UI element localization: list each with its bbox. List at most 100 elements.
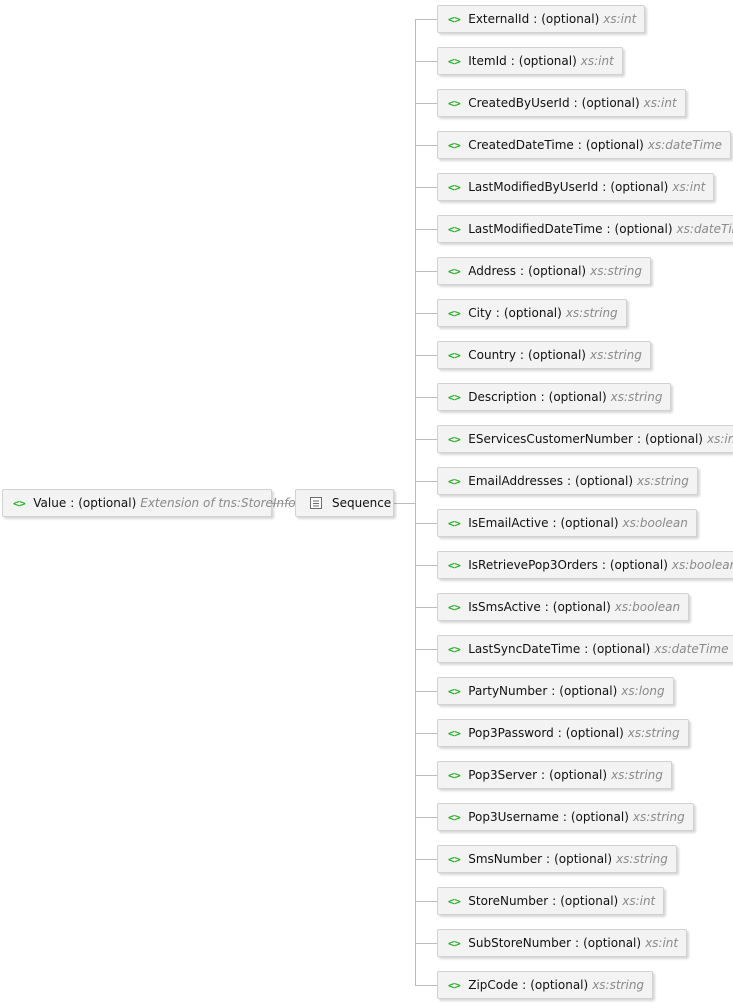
element-name: EmailAddresses <box>468 474 563 488</box>
element-icon: <> <box>448 474 461 488</box>
element-type: xs:boolean <box>622 516 688 530</box>
element-icon: <> <box>448 348 461 362</box>
element-optional: (optional) <box>560 894 619 908</box>
element-name: IsEmailActive <box>468 516 549 530</box>
element-icon: <> <box>448 642 461 656</box>
element-type: xs:boolean <box>614 600 681 614</box>
element-separator: : <box>606 222 611 236</box>
element-optional: (optional) <box>549 768 608 782</box>
element-type: xs:dateTime <box>654 642 729 656</box>
element-icon: <> <box>13 496 26 510</box>
child-element-node[interactable]: <> IsEmailActive:(optional)xs:boolean <box>437 509 697 537</box>
element-optional: (optional) <box>541 12 600 26</box>
element-name: StoreNumber <box>468 894 549 908</box>
child-element-node[interactable]: <>Pop3Server:(optional)xs:string <box>437 761 672 789</box>
element-optional: (optional) <box>548 390 607 404</box>
element-optional: (optional) <box>552 600 611 614</box>
element-optional: (optional) <box>585 138 644 152</box>
element-type: xs:string <box>627 726 680 740</box>
child-element-node[interactable]: <>Pop3Password:(optional)xs:string <box>437 719 689 747</box>
element-separator: : <box>601 558 606 572</box>
element-optional: (optional) <box>570 810 629 824</box>
element-separator: : <box>546 852 551 866</box>
element-separator: : <box>552 516 557 530</box>
element-separator: : <box>533 12 538 26</box>
child-element-node[interactable]: <>Pop3Username:(optional)xs:string <box>437 803 694 831</box>
element-type: xs:string <box>637 474 689 488</box>
child-element-node[interactable]: <>Country:(optional)xs:string <box>437 341 651 369</box>
element-name: Pop3Server <box>468 768 538 782</box>
child-element-node[interactable]: <>IsSmsActive:(optional)xs:boolean <box>437 593 690 621</box>
element-icon: <> <box>448 600 461 614</box>
element-name: Country <box>468 348 516 362</box>
element-type: xs:string <box>632 810 685 824</box>
child-element-node[interactable]: <>Address:(optional)xs:string <box>437 257 651 285</box>
child-element-node[interactable]: <>IsRetrievePop3Orders:(optional)xs:bool… <box>437 551 733 579</box>
element-separator: : <box>584 642 589 656</box>
element-separator: : <box>495 306 500 320</box>
child-element-node[interactable]: <>PartyNumber:(optional)xs:long <box>437 677 674 705</box>
element-optional: (optional) <box>559 684 618 698</box>
element-name: City <box>468 306 492 320</box>
element-separator: : <box>557 726 562 740</box>
child-element-node[interactable]: <>SubStoreNumber:(optional)xs:int <box>437 929 688 957</box>
child-element-node[interactable]: <>StoreNumber:(optional)xs:int <box>437 887 665 915</box>
element-optional: (optional) <box>528 264 587 278</box>
element-optional: (optional) <box>644 432 703 446</box>
element-type: xs:long <box>621 684 665 698</box>
element-name: SmsNumber <box>468 852 543 866</box>
element-optional: (optional) <box>575 474 634 488</box>
element-separator: : <box>522 978 527 992</box>
child-element-node[interactable]: <>ExternalId:(optional)xs:int <box>437 5 646 33</box>
element-name: CreatedDateTime <box>468 138 574 152</box>
element-separator: : <box>602 180 607 194</box>
element-type: xs:int <box>603 12 637 26</box>
element-separator: : <box>544 600 549 614</box>
element-name: Pop3Username <box>468 810 559 824</box>
element-optional: (optional) <box>503 306 562 320</box>
child-element-node[interactable]: <>LastModifiedDateTime:(optional)xs:date… <box>437 215 733 243</box>
element-icon: <> <box>448 978 461 992</box>
element-type: xs:dateTime <box>676 222 733 236</box>
child-element-node[interactable]: <>LastSyncDateTime:(optional)xs:dateTime <box>437 635 733 663</box>
sequence-node[interactable]: Sequence <box>295 489 394 517</box>
root-element-node[interactable]: <> Value : (optional) Extension of tns:S… <box>2 489 296 517</box>
child-element-node[interactable]: <>SmsNumber:(optional)xs:string <box>437 845 677 873</box>
child-element-node[interactable]: <>ItemId:(optional)xs:int <box>437 47 623 75</box>
child-element-node[interactable]: <>EmailAddresses:(optional)xs:string <box>437 467 698 495</box>
element-optional: (optional) <box>518 54 577 68</box>
element-name: Value <box>33 496 67 510</box>
child-element-node[interactable]: <>EServicesCustomerNumber:(optional)xs:i… <box>437 425 733 453</box>
element-optional: (optional) <box>592 642 651 656</box>
element-name: Address <box>468 264 517 278</box>
element-type: xs:string <box>592 978 645 992</box>
element-name: EServicesCustomerNumber <box>468 432 633 446</box>
element-icon: <> <box>448 516 461 530</box>
element-icon: <> <box>448 12 461 26</box>
element-separator: : <box>573 96 578 110</box>
element-separator: : <box>541 768 546 782</box>
element-separator: : <box>540 390 545 404</box>
element-type: xs:string <box>611 768 663 782</box>
element-type: xs:string <box>616 852 668 866</box>
element-optional: (optional) <box>560 516 619 530</box>
child-element-node[interactable]: <>CreatedDateTime:(optional)xs:dateTime <box>437 131 732 159</box>
element-type: xs:boolean <box>671 558 733 572</box>
element-icon: <> <box>448 558 461 572</box>
element-optional: (optional) <box>583 936 642 950</box>
element-optional: (optional) <box>78 496 137 510</box>
child-element-node[interactable]: <>ZipCode:(optional)xs:string <box>437 971 654 999</box>
element-type: xs:string <box>589 348 642 362</box>
element-type: xs:dateTime <box>647 138 723 152</box>
child-element-node[interactable]: <>CreatedByUserId:(optional)xs:int <box>437 89 686 117</box>
child-element-node[interactable]: <>Description:(optional)xs:string <box>437 383 672 411</box>
child-element-node[interactable]: <>City:(optional)xs:string <box>437 299 627 327</box>
child-element-node[interactable]: <>LastModifiedByUserId:(optional)xs:int <box>437 173 715 201</box>
element-name: ItemId <box>468 54 507 68</box>
element-name: LastModifiedDateTime <box>468 222 603 236</box>
element-separator: : <box>552 894 557 908</box>
sequence-icon <box>309 496 323 510</box>
element-separator: : <box>510 54 515 68</box>
element-optional: (optional) <box>554 852 613 866</box>
